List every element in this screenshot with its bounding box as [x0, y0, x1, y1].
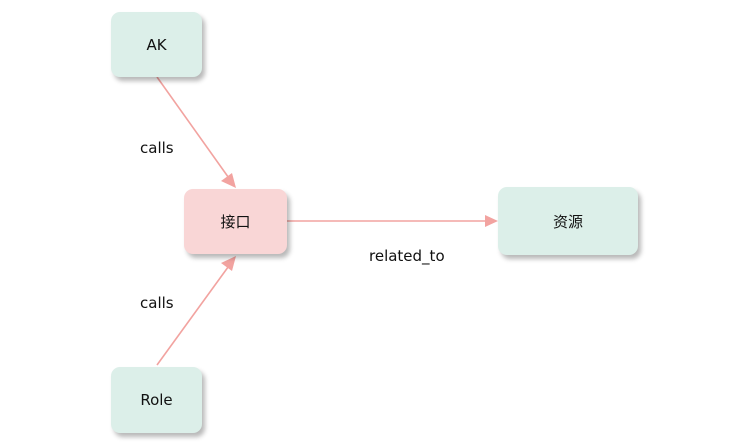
edge-ak-to-api: [156, 76, 232, 182]
node-role-label: Role: [140, 391, 173, 409]
node-resource-label: 资源: [552, 212, 583, 231]
edge-label-role-calls: calls: [140, 294, 174, 312]
edge-label-ak-calls: calls: [140, 139, 174, 157]
edge-api-to-resource-arrowhead: [485, 215, 498, 227]
edge-ak-to-api-arrowhead: [221, 173, 236, 188]
node-ak[interactable]: AK: [111, 12, 202, 77]
node-role[interactable]: Role: [111, 367, 202, 433]
node-api[interactable]: 接口: [184, 189, 287, 254]
edge-role-to-api: [156, 262, 232, 366]
node-api-label: 接口: [220, 213, 251, 231]
edge-role-to-api-arrowhead: [221, 256, 236, 271]
node-ak-label: AK: [146, 35, 167, 54]
node-resource[interactable]: 资源: [498, 187, 638, 255]
edge-label-related-to: related_to: [369, 247, 445, 265]
